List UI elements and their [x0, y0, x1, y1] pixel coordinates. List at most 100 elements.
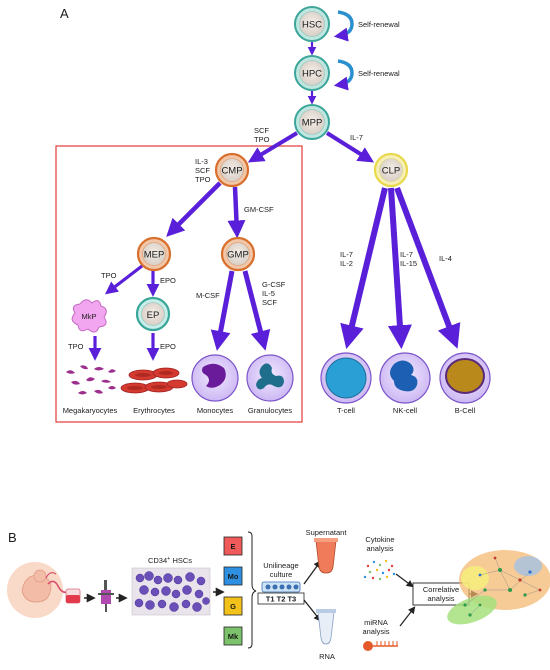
supernatant-label: Supernatant	[306, 528, 348, 537]
nk-cell-label: NK-cell	[393, 406, 418, 415]
correlative-analysis-label-2: analysis	[427, 594, 454, 603]
cytokine-il7-2: IL-7	[340, 250, 353, 259]
hsc-label: HSC	[302, 20, 322, 31]
mirna-analysis-label-1: miRNA	[364, 618, 388, 627]
lineage-box-mo: Mo	[223, 566, 243, 586]
granulocytes-label: Granulocytes	[248, 406, 292, 415]
cytokine-il3: IL-3	[195, 157, 208, 166]
cytokine-il5: IL-5	[262, 289, 275, 298]
cytokine-tpo-3: TPO	[101, 271, 117, 280]
mirna-analysis-label-2: analysis	[362, 627, 389, 636]
lineage-box-mk: Mk	[223, 626, 243, 646]
self-renewal-arrow-icon	[333, 10, 354, 42]
cmp-cell: CMP	[214, 152, 250, 188]
hsc-micrograph	[131, 567, 211, 616]
panel-b-label: B	[8, 530, 17, 545]
panel-a-label: A	[60, 6, 69, 21]
self-renewal-arrow-icon	[333, 59, 354, 91]
hpc-cell: HPC	[294, 55, 330, 91]
culture-title-2: culture	[270, 570, 293, 579]
mep-cell: MEP	[136, 236, 172, 272]
cytokine-dots-icon	[363, 559, 396, 581]
b-cell	[439, 352, 491, 404]
cytokine-il15: IL-15	[400, 259, 417, 268]
timepoints-box	[257, 592, 305, 605]
mpp-to-cmp-arrow	[247, 131, 299, 163]
granulocyte-cell	[246, 354, 294, 402]
cytokine-epo-1: EPO	[160, 276, 176, 285]
rna-tube-icon	[316, 609, 336, 645]
cytokine-tpo-1: TPO	[254, 135, 270, 144]
cytokine-il7-3: IL-7	[400, 250, 413, 259]
b-cell-label: B-Cell	[455, 406, 476, 415]
lineage-box-e: E	[223, 536, 243, 556]
network-graph-icon	[447, 550, 550, 625]
self-renewal-label-1: Self-renewal	[358, 20, 400, 29]
mpp-cell: MPP	[294, 104, 330, 140]
t-cell	[320, 352, 372, 404]
timepoints-label: T1 T2 T3	[266, 595, 296, 604]
self-renewal-hpc: Self-renewal	[333, 59, 400, 91]
cytokine-m-csf: M-CSF	[196, 291, 220, 300]
mpp-label: MPP	[302, 118, 323, 129]
arrow-to-supernatant	[303, 560, 322, 585]
cytokine-tpo-2: TPO	[195, 175, 211, 184]
nk-cell	[379, 352, 431, 404]
ep-label: EP	[147, 310, 160, 321]
supernatant-tube-icon	[314, 538, 338, 574]
blood-bag-icon	[65, 588, 81, 604]
cytokine-il7-1: IL-7	[350, 133, 363, 142]
lineage-box-g: G	[223, 596, 243, 616]
gmp-cell: GMP	[220, 236, 256, 272]
clp-label: CLP	[382, 166, 400, 177]
lineage-bracket	[247, 531, 257, 649]
cmp-to-mep-arrow	[166, 181, 222, 237]
cytokine-scf-1: SCF	[254, 126, 269, 135]
arrow-cytokine-to-correlative	[395, 573, 414, 588]
cytokine-analysis-label-2: analysis	[366, 544, 393, 553]
megakaryocyte-platelets	[66, 365, 116, 395]
monocyte-cell	[191, 354, 239, 402]
t-cell-label: T-cell	[337, 406, 355, 415]
mkp-label: MkP	[82, 312, 97, 321]
lineage-mk-label: Mk	[228, 632, 239, 641]
rna-label: RNA	[319, 652, 335, 661]
clp-to-b-arrow	[394, 186, 461, 349]
gmp-to-mono-arrow	[210, 270, 235, 351]
lineage-g-label: G	[230, 602, 236, 611]
mep-to-mkp-arrow	[104, 264, 143, 295]
myeloid-lineage-box	[55, 145, 303, 423]
syringe-filter-icon	[98, 580, 114, 612]
mkp-cell: MkP	[71, 299, 107, 333]
clp-cell: CLP	[373, 152, 409, 188]
mpp-to-clp-arrow	[325, 131, 375, 163]
cytokine-g-csf: G-CSF	[262, 280, 286, 289]
hsc-cell: HSC	[294, 6, 330, 42]
megakaryocytes-label: Megakaryocytes	[63, 406, 118, 415]
clp-to-nk-arrow	[387, 187, 412, 350]
cytokine-il4: IL-4	[439, 254, 452, 263]
lineage-mo-label: Mo	[228, 572, 239, 581]
cytokine-epo-2: EPO	[160, 342, 176, 351]
erythrocytes-label: Erythrocytes	[133, 406, 175, 415]
ep-cell: EP	[135, 296, 171, 332]
cytokine-tpo-4: TPO	[68, 342, 84, 351]
cytokine-scf-2: SCF	[195, 166, 210, 175]
mirna-strand-icon	[363, 641, 398, 651]
gmp-label: GMP	[227, 250, 249, 261]
cytokine-gm-csf: GM-CSF	[244, 205, 274, 214]
cmp-label: CMP	[221, 166, 242, 177]
cytokine-il2: IL-2	[340, 259, 353, 268]
cmp-to-gmp-arrow	[227, 186, 246, 239]
lineage-e-label: E	[230, 542, 235, 551]
correlative-analysis-label-1: Correlative	[423, 585, 459, 594]
arrow-to-rna	[303, 599, 322, 622]
gmp-to-gran-arrow	[242, 270, 271, 351]
hpc-label: HPC	[302, 69, 322, 80]
monocytes-label: Monocytes	[197, 406, 234, 415]
hsc-image-label: CD34+ HSCs	[148, 556, 192, 565]
arrow-mirna-to-correlative	[399, 606, 416, 627]
cytokine-scf-3: SCF	[262, 298, 277, 307]
embryo-illustration	[7, 562, 69, 618]
